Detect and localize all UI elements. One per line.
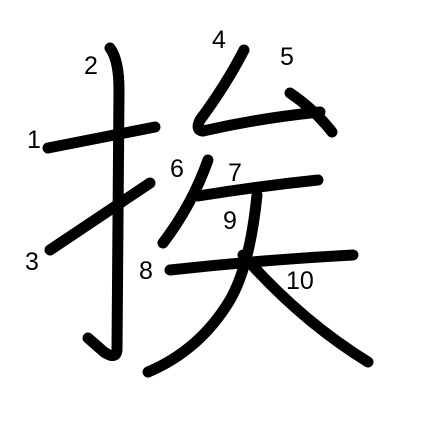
stroke-3 bbox=[44, 177, 156, 256]
stroke-number-1: 1 bbox=[27, 126, 41, 154]
stroke-5 bbox=[197, 87, 338, 138]
stroke-number-6: 6 bbox=[170, 155, 184, 183]
stroke-10 bbox=[237, 249, 374, 368]
stroke-8 bbox=[164, 249, 359, 276]
stroke-9 bbox=[142, 189, 263, 378]
stroke-2 bbox=[82, 42, 125, 361]
stroke-number-8: 8 bbox=[139, 257, 153, 285]
stroke-number-3: 3 bbox=[25, 248, 39, 276]
stroke-1 bbox=[42, 121, 161, 154]
stroke-number-9: 9 bbox=[223, 207, 237, 235]
stroke-number-10: 10 bbox=[286, 267, 314, 295]
stroke-6 bbox=[157, 154, 214, 249]
stroke-number-4: 4 bbox=[212, 26, 226, 54]
stroke-number-2: 2 bbox=[84, 52, 98, 80]
stroke-number-7: 7 bbox=[228, 159, 242, 187]
stroke-number-5: 5 bbox=[280, 43, 294, 71]
stroke-7 bbox=[192, 174, 324, 202]
